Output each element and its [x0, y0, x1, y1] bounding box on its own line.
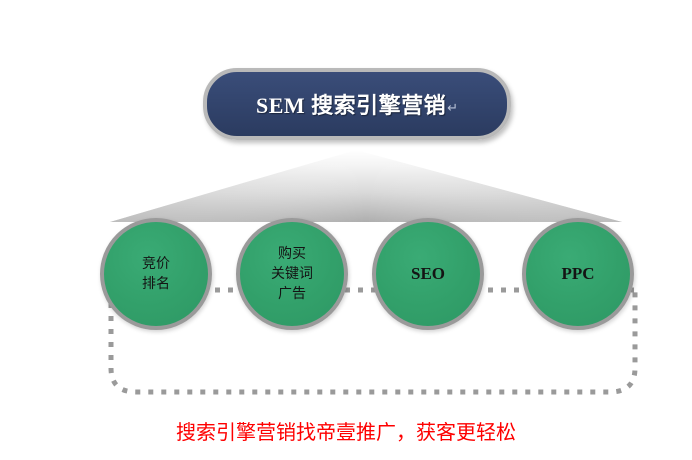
node-label-line: 购买 [278, 246, 306, 262]
diagram-caption: 搜索引擎营销找帝壹推广，获客更轻松 [176, 420, 516, 444]
node-label-line: 排名 [142, 276, 170, 292]
node-seo: SEO [372, 218, 484, 330]
fan-connector [110, 150, 622, 222]
node-bidding-rank: 竞价 排名 [100, 218, 212, 330]
paragraph-mark-icon: ↵ [447, 100, 459, 115]
node-label-line: 竞价 [142, 256, 170, 272]
node-label-line: SEO [410, 264, 446, 283]
node-ppc: PPC [522, 218, 634, 330]
node-label-line: 关键词 [271, 266, 313, 282]
diagram-title-box: SEM 搜索引擎营销 ↵ [203, 68, 511, 140]
node-keyword-ads: 购买 关键词 广告 [236, 218, 348, 330]
node-label-line: 广告 [278, 286, 306, 302]
page-title: SEM 搜索引擎营销 [255, 93, 447, 118]
node-label-line: PPC [561, 264, 595, 283]
